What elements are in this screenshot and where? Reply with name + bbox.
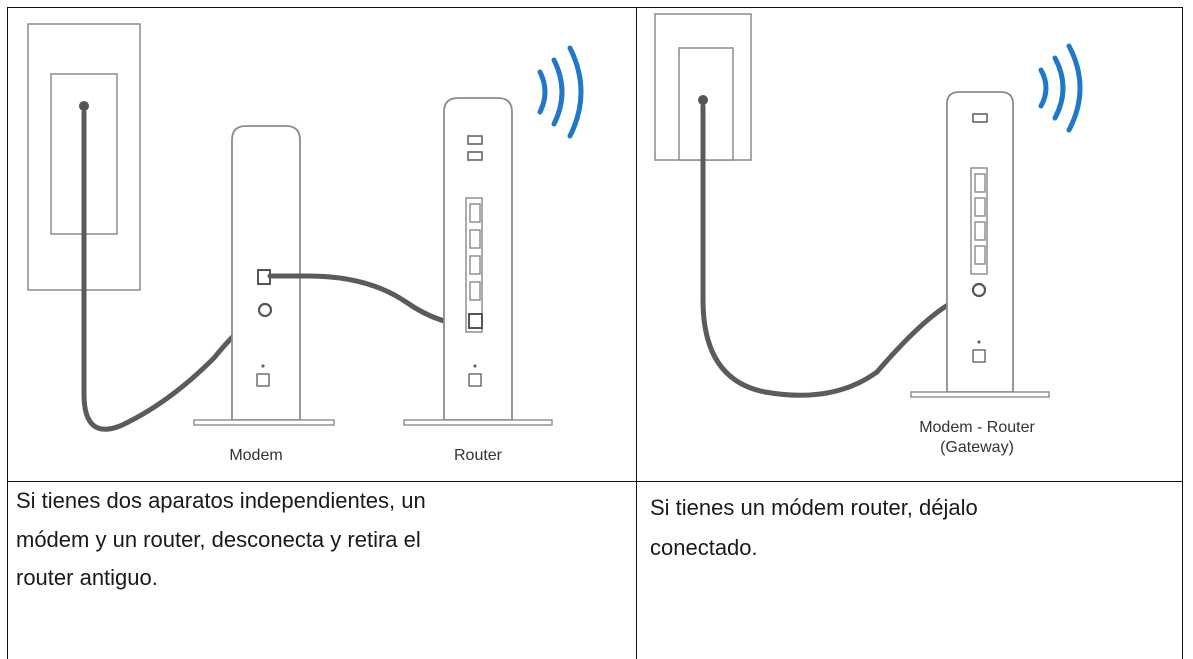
right-caption-line-2: conectado. <box>650 535 758 560</box>
router-icon <box>403 97 553 426</box>
table-middle-divider <box>636 7 637 659</box>
left-caption-line-2: módem y un router, desconecta y retira e… <box>16 526 421 552</box>
right-caption: Si tienes un módem router, déjalo conect… <box>650 488 1170 568</box>
modem-icon <box>193 125 335 426</box>
right-illustration: Modem - Router (Gateway) <box>637 8 1182 480</box>
table-top-border <box>7 7 1183 8</box>
modem-router-diagram: Modem Router <box>27 23 584 464</box>
table-row-divider <box>7 481 1183 482</box>
left-illustration: Modem Router <box>8 8 636 480</box>
gateway-label-line2: (Gateway) <box>940 439 1014 456</box>
router-label: Router <box>454 447 503 464</box>
left-caption-line-3: router antiguo. <box>16 565 158 590</box>
left-caption: Si tienes dos aparatos independientes, u… <box>16 482 628 598</box>
right-caption-line-1: Si tienes un módem router, déjalo <box>650 495 978 520</box>
gateway-label-line1: Modem - Router <box>919 419 1035 436</box>
wifi-signal-icon <box>1038 43 1083 133</box>
table-left-border <box>7 7 8 659</box>
gateway-diagram: Modem - Router (Gateway) <box>654 13 1083 456</box>
wifi-signal-icon <box>537 45 584 139</box>
gateway-icon <box>910 91 1050 398</box>
table-right-border <box>1182 7 1183 659</box>
left-caption-line-1: Si tienes dos aparatos independientes, u… <box>16 488 426 513</box>
modem-label: Modem <box>229 447 282 464</box>
